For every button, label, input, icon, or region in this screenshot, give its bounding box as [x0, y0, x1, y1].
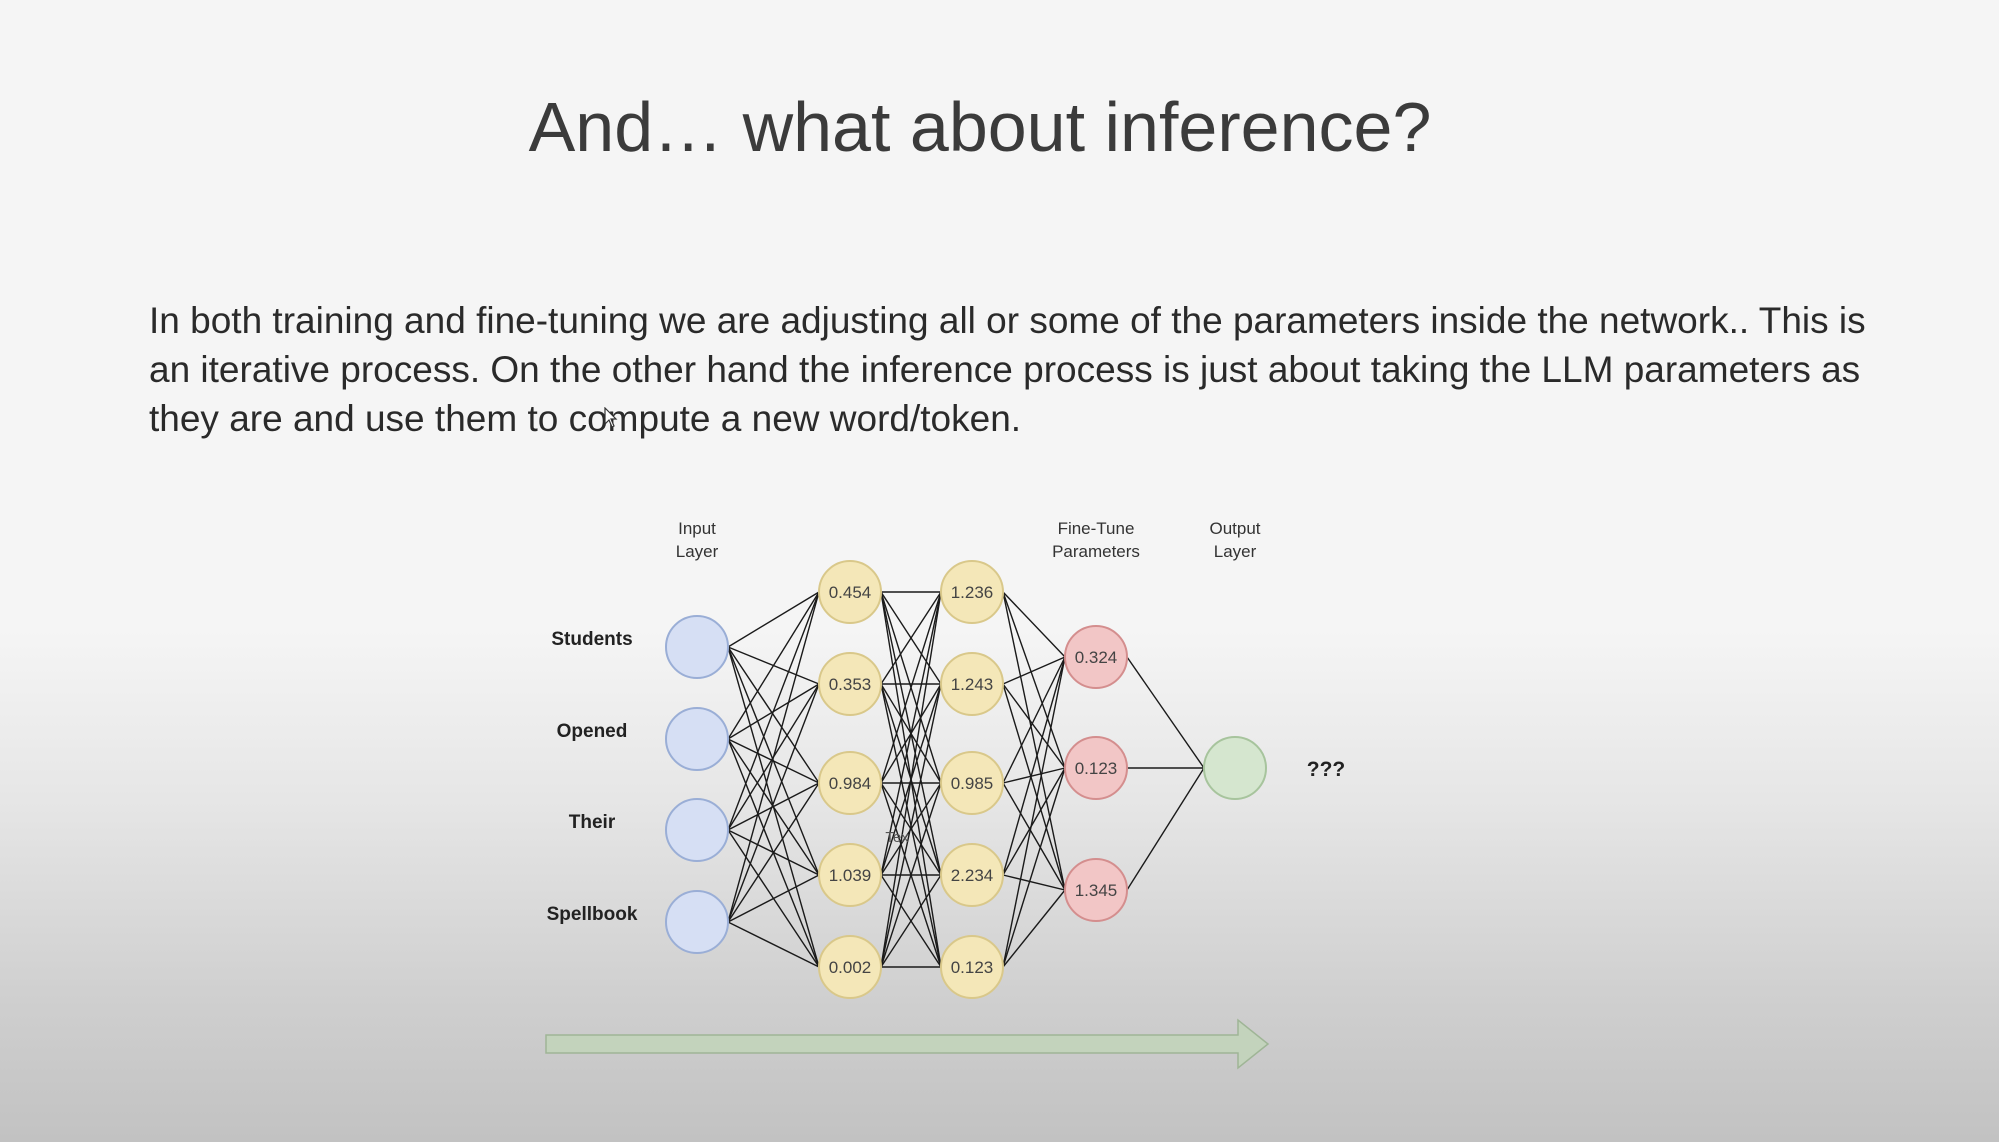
input-node — [665, 798, 729, 862]
input-hidden1-edge — [727, 683, 820, 923]
progress-arrow — [545, 1018, 1270, 1070]
hidden2-finetune-edge — [1002, 683, 1066, 891]
network-nodes: 0.454 0.353 0.984 1.039 0.002 1.236 1.243 0.985… — [665, 560, 1267, 999]
hidden2-finetune-edge — [1002, 656, 1066, 685]
fine-tune-node-value: 0.123 — [1075, 759, 1118, 778]
hidden2-finetune-edge — [1002, 782, 1066, 891]
hidden2-node-value: 2.234 — [951, 866, 994, 885]
stray-label: Tex — [885, 829, 909, 846]
hidden1-node-value: 0.353 — [829, 675, 872, 694]
input-layer-header: Input — [678, 519, 716, 538]
hidden2-finetune-edge — [1002, 767, 1066, 784]
hidden1-node: 0.002 — [818, 935, 882, 999]
input-layer-header: Layer — [676, 542, 719, 561]
fine-tune-node: 1.345 — [1064, 858, 1128, 922]
hidden1-hidden2-edge — [880, 591, 942, 876]
output-node — [1203, 736, 1267, 800]
hidden1-node: 0.353 — [818, 652, 882, 716]
input-word-label: Spellbook — [547, 904, 638, 925]
hidden1-node: 0.454 — [818, 560, 882, 624]
hidden2-node: 0.985 — [940, 751, 1004, 815]
hidden2-finetune-edge — [1002, 591, 1066, 658]
fine-tune-node-value: 0.324 — [1075, 648, 1118, 667]
finetune-output-edge — [1126, 656, 1205, 769]
slide-title: And… what about inference? — [528, 88, 1432, 166]
fine-tune-node: 0.123 — [1064, 736, 1128, 800]
input-hidden1-edge — [727, 782, 820, 831]
hidden2-node-value: 0.123 — [951, 958, 994, 977]
hidden2-finetune-edge — [1002, 591, 1066, 891]
hidden1-hidden2-edge — [880, 782, 942, 968]
network-edges — [727, 591, 1205, 968]
hidden1-hidden2-edge — [880, 591, 942, 784]
output-label: ??? — [1307, 758, 1345, 781]
hidden2-node-value: 1.243 — [951, 675, 994, 694]
hidden2-node: 1.236 — [940, 560, 1004, 624]
hidden2-finetune-edge — [1002, 656, 1066, 784]
hidden2-finetune-edge — [1002, 683, 1066, 769]
hidden2-finetune-edge — [1002, 591, 1066, 769]
hidden2-finetune-edge — [1002, 656, 1066, 968]
input-hidden1-edge — [727, 738, 820, 784]
fine-tune-header: Fine-Tune — [1058, 519, 1135, 538]
slide-body-text: In both training and fine-tuning we are … — [149, 300, 1866, 439]
input-word-label: Opened — [557, 721, 628, 742]
hidden2-finetune-edge — [1002, 889, 1066, 968]
input-hidden1-edge — [727, 782, 820, 923]
hidden2-finetune-edge — [1002, 767, 1066, 968]
mouse-cursor-icon — [604, 407, 618, 428]
hidden2-node-value: 0.985 — [951, 774, 994, 793]
hidden2-finetune-edge — [1002, 767, 1066, 876]
hidden1-hidden2-edge — [880, 591, 942, 685]
hidden1-node-value: 0.002 — [829, 958, 872, 977]
input-node — [665, 707, 729, 771]
fine-tune-header: Parameters — [1052, 542, 1140, 561]
input-hidden1-edge — [727, 591, 820, 923]
hidden1-hidden2-edge — [880, 782, 942, 876]
hidden1-node: 1.039 — [818, 843, 882, 907]
hidden1-hidden2-edge — [880, 683, 942, 968]
fine-tune-node: 0.324 — [1064, 625, 1128, 689]
input-hidden1-edge — [727, 591, 820, 740]
input-hidden1-edge — [727, 921, 820, 968]
input-hidden1-edge — [727, 591, 820, 831]
progress-arrow-shape — [545, 1018, 1270, 1070]
hidden1-hidden2-edge — [880, 874, 942, 968]
hidden2-finetune-edge — [1002, 874, 1066, 891]
input-word-label: Their — [569, 812, 616, 833]
hidden1-node-value: 0.984 — [829, 774, 872, 793]
output-layer-header: Output — [1209, 519, 1260, 538]
input-hidden1-edge — [727, 874, 820, 923]
input-hidden1-edge — [727, 591, 820, 648]
hidden1-node-value: 1.039 — [829, 866, 872, 885]
input-hidden1-edge — [727, 646, 820, 784]
hidden2-finetune-edge — [1002, 656, 1066, 876]
fine-tune-node-value: 1.345 — [1075, 881, 1118, 900]
input-word-label: Students — [551, 629, 632, 650]
input-node — [665, 890, 729, 954]
hidden2-node-value: 1.236 — [951, 583, 994, 602]
hidden1-hidden2-edge — [880, 591, 942, 968]
hidden1-node: 0.984 — [818, 751, 882, 815]
output-layer-header: Layer — [1214, 542, 1257, 561]
hidden1-node-value: 0.454 — [829, 583, 872, 602]
hidden2-node: 1.243 — [940, 652, 1004, 716]
hidden2-node: 0.123 — [940, 935, 1004, 999]
hidden2-node: 2.234 — [940, 843, 1004, 907]
input-node — [665, 615, 729, 679]
finetune-output-edge — [1126, 767, 1205, 891]
